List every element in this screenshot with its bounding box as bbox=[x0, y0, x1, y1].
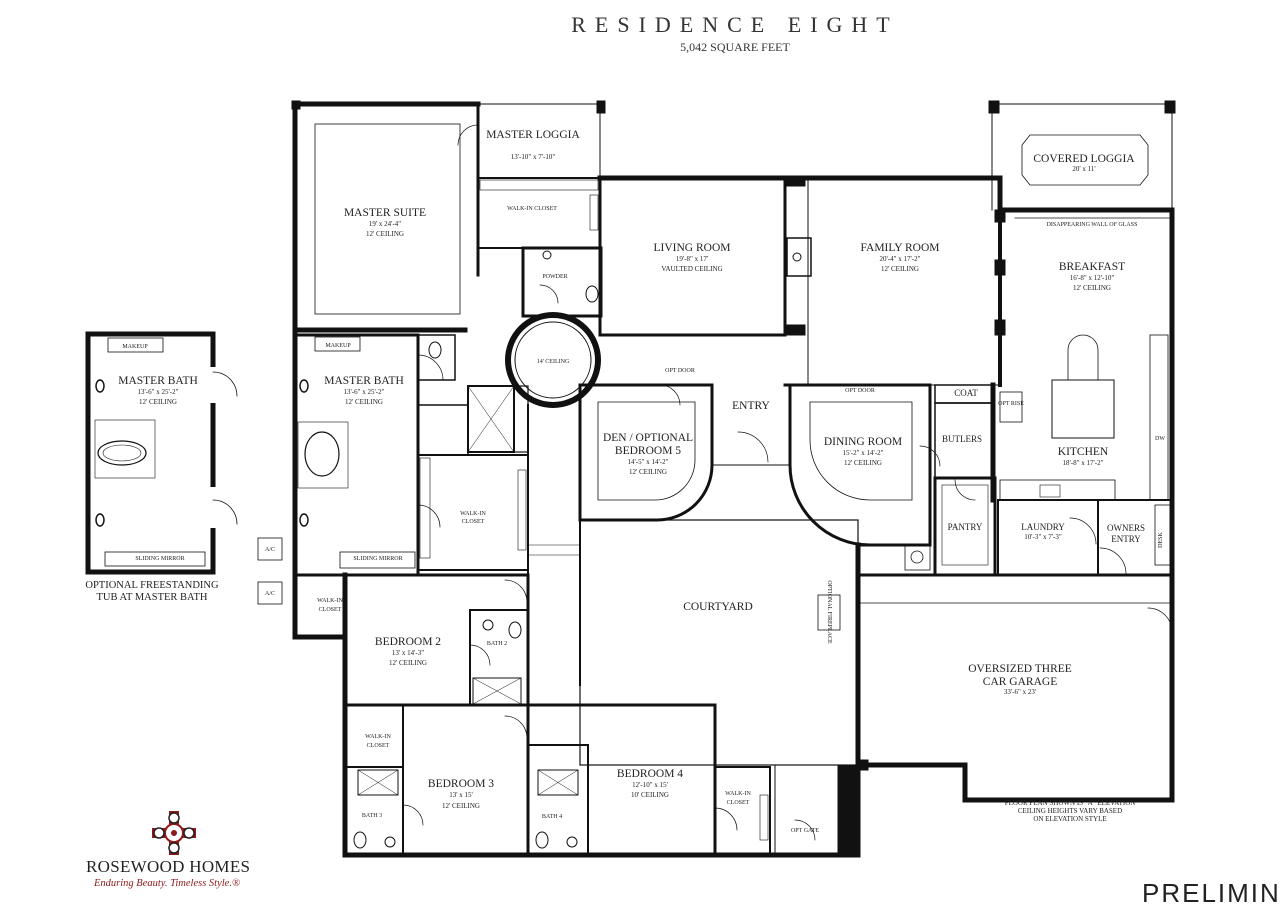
powder-label: POWDER bbox=[542, 274, 567, 280]
opt-master-bath-label: MASTER BATH bbox=[118, 375, 198, 387]
garage-label-line2: CAR GARAGE bbox=[983, 676, 1057, 688]
kitchen-label: KITCHEN bbox=[1058, 446, 1109, 458]
pantry-label: PANTRY bbox=[948, 522, 983, 532]
den-ceiling: 12' CEILING bbox=[629, 468, 667, 476]
den-label-line1: DEN / OPTIONAL bbox=[603, 432, 693, 444]
covered-loggia-dims: 20' x 11' bbox=[1072, 165, 1095, 173]
garage-label-line1: OVERSIZED THREE bbox=[968, 663, 1072, 675]
owners-entry-line2: ENTRY bbox=[1111, 534, 1141, 544]
breakfast-label: BREAKFAST bbox=[1059, 261, 1125, 273]
logo-tagline: Enduring Beauty. Timeless Style.® bbox=[94, 878, 240, 889]
logo-name: ROSEWOOD HOMES bbox=[86, 857, 251, 876]
makeup-label: MAKEUP bbox=[325, 343, 351, 349]
rosewood-logo-mark bbox=[152, 811, 196, 855]
opt-gate-label: OPT GATE bbox=[791, 828, 819, 834]
garage-dims: 33'-6" x 23' bbox=[1004, 688, 1036, 696]
dining-room-label: DINING ROOM bbox=[824, 436, 902, 448]
elevation-note: FLOOR PLAN SHOWN IS "A" ELEVATION CEILIN… bbox=[970, 799, 1170, 823]
exterior-walls bbox=[292, 101, 1175, 858]
plan-title: RESIDENCE EIGHT bbox=[571, 12, 899, 37]
disappearing-wall-label: DISAPPEARING WALL OF GLASS bbox=[1047, 222, 1138, 228]
bath2-label: BATH 2 bbox=[487, 641, 507, 647]
breakfast-dims: 16'-8" x 12'-10" bbox=[1070, 274, 1115, 282]
courtyard-label: COURTYARD bbox=[683, 601, 753, 613]
owners-entry-line1: OWNERS bbox=[1107, 523, 1145, 533]
bedroom4-ceiling: 10' CEILING bbox=[631, 791, 669, 799]
dining-room-ceiling: 12' CEILING bbox=[844, 459, 882, 467]
rotunda-ceiling-label: 14' CEILING bbox=[537, 359, 570, 365]
master-walk-in-line2: CLOSET bbox=[462, 519, 485, 525]
family-room-ceiling: 12' CEILING bbox=[881, 265, 919, 273]
master-suite-dims: 19' x 24'-4" bbox=[369, 220, 401, 228]
elevation-note-line2: CEILING HEIGHTS VARY BASED bbox=[1017, 807, 1123, 815]
bath4-label: BATH 4 bbox=[542, 814, 562, 820]
bedroom2-walk-in-line2: CLOSET bbox=[319, 607, 342, 613]
family-room-dims: 20'-4" x 17'-2" bbox=[880, 255, 921, 263]
bedroom3-dims: 13' x 15' bbox=[449, 791, 473, 799]
master-suite-label: MASTER SUITE bbox=[344, 207, 426, 219]
bedroom2-ceiling: 12' CEILING bbox=[389, 659, 427, 667]
elevation-note-line1: FLOOR PLAN SHOWN IS "A" ELEVATION bbox=[1004, 799, 1136, 807]
living-room-dims: 19'-8" x 17' bbox=[676, 255, 708, 263]
opt-sliding-mirror-label: SLIDING MIRROR bbox=[135, 556, 184, 562]
ac-label-1: A/C bbox=[265, 547, 275, 553]
laundry-label: LAUNDRY bbox=[1021, 522, 1065, 532]
opt-master-bath-dims: 13'-6" x 25'-2" bbox=[138, 388, 179, 396]
bedroom2-label: BEDROOM 2 bbox=[375, 636, 441, 648]
bedroom3-ceiling: 12' CEILING bbox=[442, 802, 480, 810]
optional-fireplace-label: OPTIONAL FIREPLACE bbox=[826, 580, 832, 644]
preliminary-stamp: PRELIMIN bbox=[1142, 878, 1280, 908]
master-walk-in-closet-label: WALK-IN CLOSET bbox=[507, 206, 557, 212]
den-opt-door-label: OPT DOOR bbox=[665, 368, 695, 374]
den-label-line2: BEDROOM 5 bbox=[615, 445, 681, 457]
dining-opt-doors-label: OPT DOOR bbox=[845, 388, 875, 394]
bedroom3-walk-in-line1: WALK-IN bbox=[365, 734, 391, 740]
entry-label: ENTRY bbox=[732, 400, 770, 412]
master-bath-ceiling: 12' CEILING bbox=[345, 398, 383, 406]
desk-label: DESK bbox=[1158, 532, 1164, 548]
bedroom2-walk-in-line1: WALK-IN bbox=[317, 598, 343, 604]
bedroom3-label: BEDROOM 3 bbox=[428, 778, 494, 790]
laundry-dims: 10'-3" x 7'-3" bbox=[1024, 533, 1062, 541]
bedroom4-walk-in-line1: WALK-IN bbox=[725, 791, 751, 797]
bedroom4-walk-in-line2: CLOSET bbox=[727, 800, 750, 806]
master-bath-label: MASTER BATH bbox=[324, 375, 404, 387]
bath3-label: BATH 3 bbox=[362, 813, 382, 819]
master-walk-in-line1: WALK-IN bbox=[460, 511, 486, 517]
family-room-label: FAMILY ROOM bbox=[860, 242, 939, 254]
covered-loggia-label: COVERED LOGGIA bbox=[1033, 153, 1135, 165]
opt-master-bath-ceiling: 12' CEILING bbox=[139, 398, 177, 406]
den-dims: 14'-5" x 14'-2" bbox=[628, 458, 669, 466]
opt-rise-label: OPT RISE bbox=[998, 401, 1024, 407]
living-room-ceiling: VAULTED CEILING bbox=[661, 265, 722, 273]
bedroom4-dims: 12'-10" x 15' bbox=[632, 781, 668, 789]
bedroom4-label: BEDROOM 4 bbox=[617, 768, 683, 780]
butlers-label: BUTLERS bbox=[942, 434, 982, 444]
opt-makeup-label: MAKEUP bbox=[122, 344, 148, 350]
optional-tub-line1: OPTIONAL FREESTANDING bbox=[85, 580, 219, 591]
optional-tub-caption: OPTIONAL FREESTANDING TUB AT MASTER BATH bbox=[62, 580, 242, 604]
master-loggia-label: MASTER LOGGIA bbox=[486, 129, 580, 141]
elevation-note-line3: ON ELEVATION STYLE bbox=[1033, 815, 1107, 823]
dishwasher-label: DW bbox=[1155, 436, 1165, 442]
bedroom2-dims: 13' x 14'-3" bbox=[392, 649, 424, 657]
sliding-mirror-label: SLIDING MIRROR bbox=[353, 556, 402, 562]
optional-tub-line2: TUB AT MASTER BATH bbox=[96, 592, 208, 603]
living-room-label: LIVING ROOM bbox=[654, 242, 731, 254]
master-suite-ceiling: 12' CEILING bbox=[366, 230, 404, 238]
master-bath-dims: 13'-6" x 25'-2" bbox=[344, 388, 385, 396]
breakfast-ceiling: 12' CEILING bbox=[1073, 284, 1111, 292]
dining-room-dims: 15'-2" x 14'-2" bbox=[843, 449, 884, 457]
ac-label-2: A/C bbox=[265, 591, 275, 597]
kitchen-dims: 18'-8" x 17'-2" bbox=[1063, 459, 1104, 467]
coat-label: COAT bbox=[954, 388, 978, 398]
bedroom3-walk-in-line2: CLOSET bbox=[367, 743, 390, 749]
master-loggia-dims: 13'-10" x 7'-10" bbox=[511, 153, 556, 161]
optional-master-bath-inset bbox=[85, 331, 238, 575]
plan-square-footage: 5,042 SQUARE FEET bbox=[680, 40, 790, 54]
